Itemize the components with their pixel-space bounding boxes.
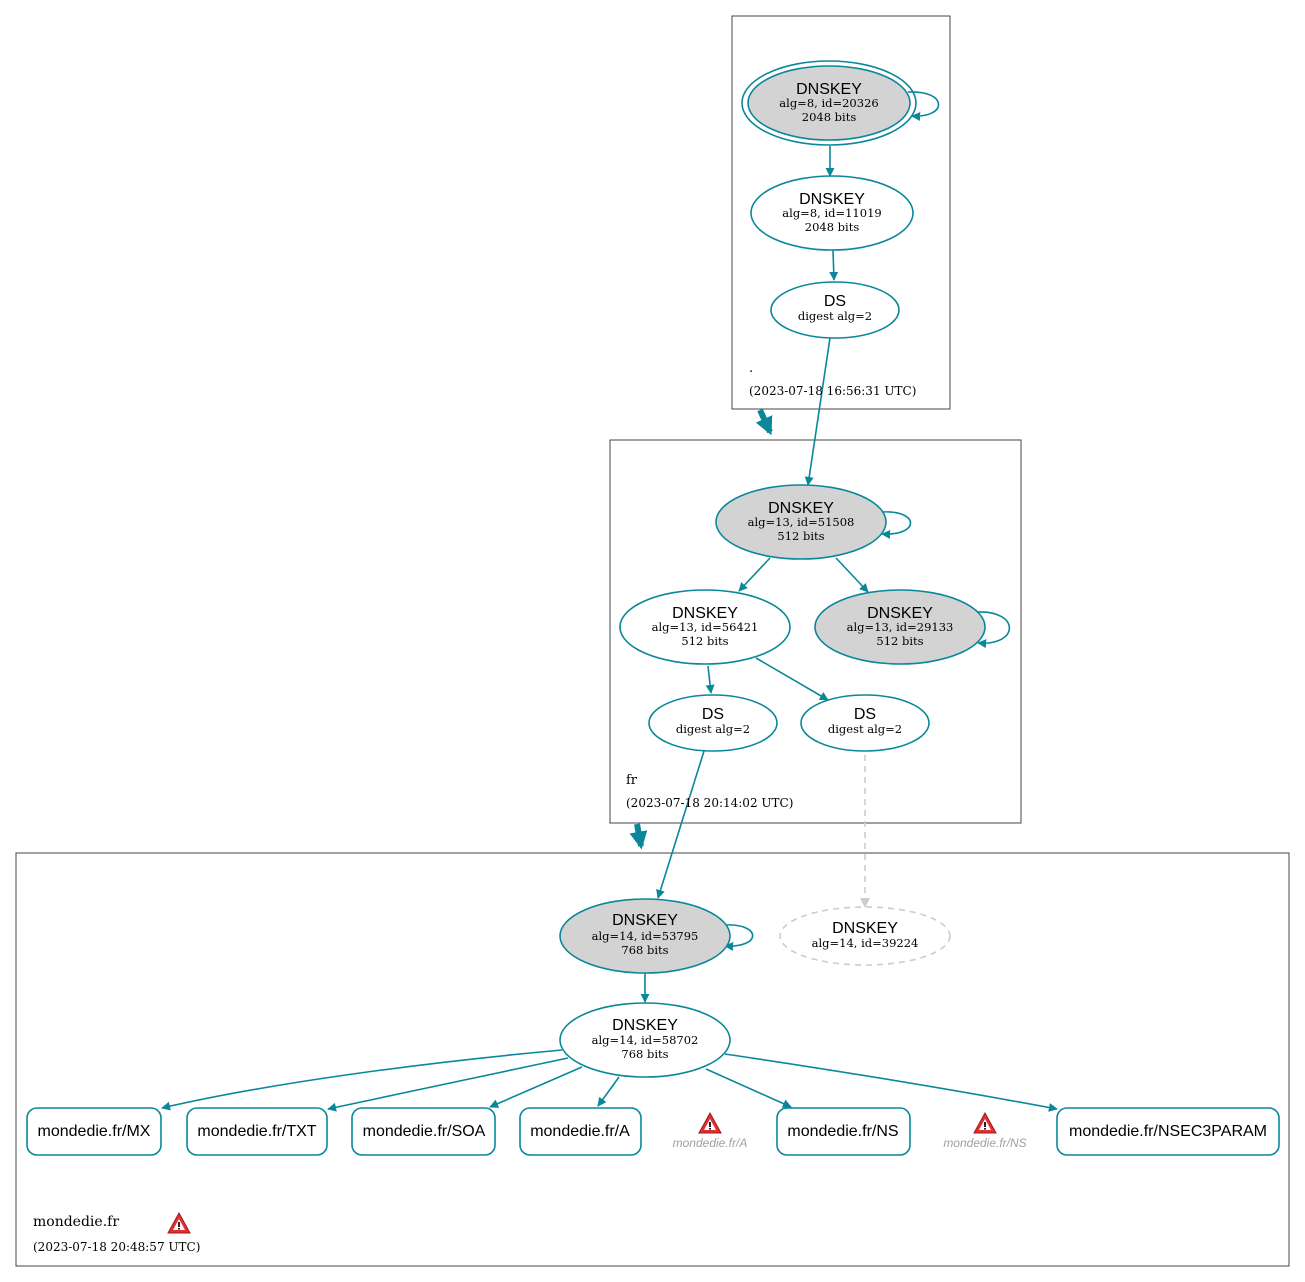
ds-node-root: DS digest alg=2: [770, 281, 900, 339]
dnskey-node-fr-zsk: DNSKEY alg=13, id=56421 512 bits: [619, 589, 791, 665]
zone-label-root: .: [749, 361, 753, 376]
delegation-root-fr: [755, 408, 773, 436]
node-bits: 2048 bits: [802, 110, 857, 124]
warning-label: mondedie.fr/A: [673, 1136, 748, 1150]
node-detail: alg=13, id=51508: [748, 515, 855, 529]
record-label: mondedie.fr/A: [530, 1123, 630, 1140]
node-title: DNSKEY: [832, 920, 898, 937]
node-title: DNSKEY: [768, 500, 834, 517]
node-detail: alg=13, id=29133: [847, 620, 954, 634]
node-title: DNSKEY: [672, 605, 738, 622]
node-detail: alg=8, id=20326: [779, 96, 878, 110]
record-label: mondedie.fr/SOA: [363, 1123, 486, 1140]
zone-time-fr: (2023-07-18 20:14:02 UTC): [626, 796, 793, 810]
record-label: mondedie.fr/TXT: [197, 1123, 316, 1140]
ds-node-fr-1: DS digest alg=2: [648, 694, 778, 752]
edge-md-zsk-a: [597, 1076, 620, 1107]
edge-fr-ds1-md-ksk: [656, 750, 705, 899]
edge-md-zsk-nsec3param: [724, 1053, 1058, 1112]
edge-fr-ksk-zsk: [738, 557, 771, 592]
zone-root-box: [731, 15, 951, 410]
dnskey-node-root-ksk: DNSKEY alg=8, id=20326 2048 bits: [741, 60, 917, 146]
node-detail: alg=14, id=39224: [812, 936, 919, 950]
warning-triangle-icon: [167, 1212, 191, 1234]
node-title: DNSKEY: [796, 81, 862, 98]
node-detail: alg=14, id=58702: [592, 1033, 699, 1047]
node-detail: alg=13, id=56421: [652, 620, 759, 634]
warning-label: mondedie.fr/NS: [943, 1136, 1026, 1150]
node-title: DS: [824, 293, 846, 310]
zone-mondedie-box: [15, 852, 1290, 1267]
edge-fr-ksk-ksk2: [835, 557, 869, 593]
node-title: DS: [702, 706, 724, 723]
delegation-fr-mondedie: [629, 823, 648, 850]
dnskey-node-fr-ksk: DNSKEY alg=13, id=51508 512 bits: [715, 484, 887, 560]
node-bits: 512 bits: [777, 529, 824, 543]
node-detail: digest alg=2: [676, 722, 750, 736]
edge-md-zsk-ns: [705, 1068, 792, 1108]
record-soa: mondedie.fr/SOA: [351, 1107, 496, 1156]
warning-triangle-icon: [973, 1112, 997, 1134]
edge-fr-ksk2-self: [976, 611, 1011, 649]
record-mx: mondedie.fr/MX: [26, 1107, 162, 1156]
edge-root-ds-fr-ksk: [804, 337, 831, 486]
dnskey-node-mondedie-missing: DNSKEY alg=14, id=39224: [779, 906, 951, 966]
zone-time-mondedie: (2023-07-18 20:48:57 UTC): [33, 1240, 200, 1254]
warning-triangle-icon: [698, 1112, 722, 1134]
node-title: DS: [854, 706, 876, 723]
node-bits: 512 bits: [876, 634, 923, 648]
node-bits: 2048 bits: [805, 220, 860, 234]
warning-ns: mondedie.fr/NS: [943, 1112, 1027, 1150]
node-detail: alg=14, id=53795: [592, 929, 699, 943]
record-nsec3param: mondedie.fr/NSEC3PARAM: [1056, 1107, 1280, 1156]
edge-md-zsk-txt: [327, 1057, 569, 1112]
node-title: DNSKEY: [867, 605, 933, 622]
edge-root-zsk-ds: [829, 249, 839, 281]
node-detail: digest alg=2: [828, 722, 902, 736]
edge-fr-zsk-ds2: [755, 657, 829, 701]
warning-a: mondedie.fr/A: [673, 1112, 748, 1150]
edge-fr-ksk-self: [881, 511, 912, 539]
record-label: mondedie.fr/NSEC3PARAM: [1069, 1123, 1267, 1140]
dnskey-node-fr-ksk2: DNSKEY alg=13, id=29133 512 bits: [814, 589, 986, 665]
node-bits: 768 bits: [621, 943, 668, 957]
record-label: mondedie.fr/NS: [787, 1123, 898, 1140]
node-title: DNSKEY: [612, 1017, 678, 1034]
node-bits: 768 bits: [621, 1047, 668, 1061]
zone-time-root: (2023-07-18 16:56:31 UTC): [749, 384, 916, 398]
dnskey-node-root-zsk: DNSKEY alg=8, id=11019 2048 bits: [750, 175, 914, 251]
edge-root-ksk-self: [907, 91, 940, 121]
record-ns: mondedie.fr/NS: [776, 1107, 911, 1156]
edge-md-zsk-mx: [161, 1049, 563, 1111]
ds-node-fr-2: DS digest alg=2: [800, 694, 930, 752]
edge-md-ksk-self: [723, 924, 754, 951]
node-bits: 512 bits: [681, 634, 728, 648]
dnskey-node-mondedie-ksk: DNSKEY alg=14, id=53795 768 bits: [559, 898, 731, 974]
node-title: DNSKEY: [799, 191, 865, 208]
edge-fr-zsk-ds1: [705, 665, 715, 694]
zone-label-mondedie: mondedie.fr: [33, 1214, 119, 1230]
edge-md-zsk-soa: [489, 1066, 583, 1108]
zone-label-fr: fr: [626, 773, 638, 788]
node-title: DNSKEY: [612, 912, 678, 929]
dnskey-node-mondedie-zsk: DNSKEY alg=14, id=58702 768 bits: [559, 1002, 731, 1078]
node-detail: digest alg=2: [798, 309, 872, 323]
record-txt: mondedie.fr/TXT: [186, 1107, 328, 1156]
record-a: mondedie.fr/A: [519, 1107, 642, 1156]
record-label: mondedie.fr/MX: [38, 1123, 151, 1140]
node-detail: alg=8, id=11019: [782, 206, 881, 220]
